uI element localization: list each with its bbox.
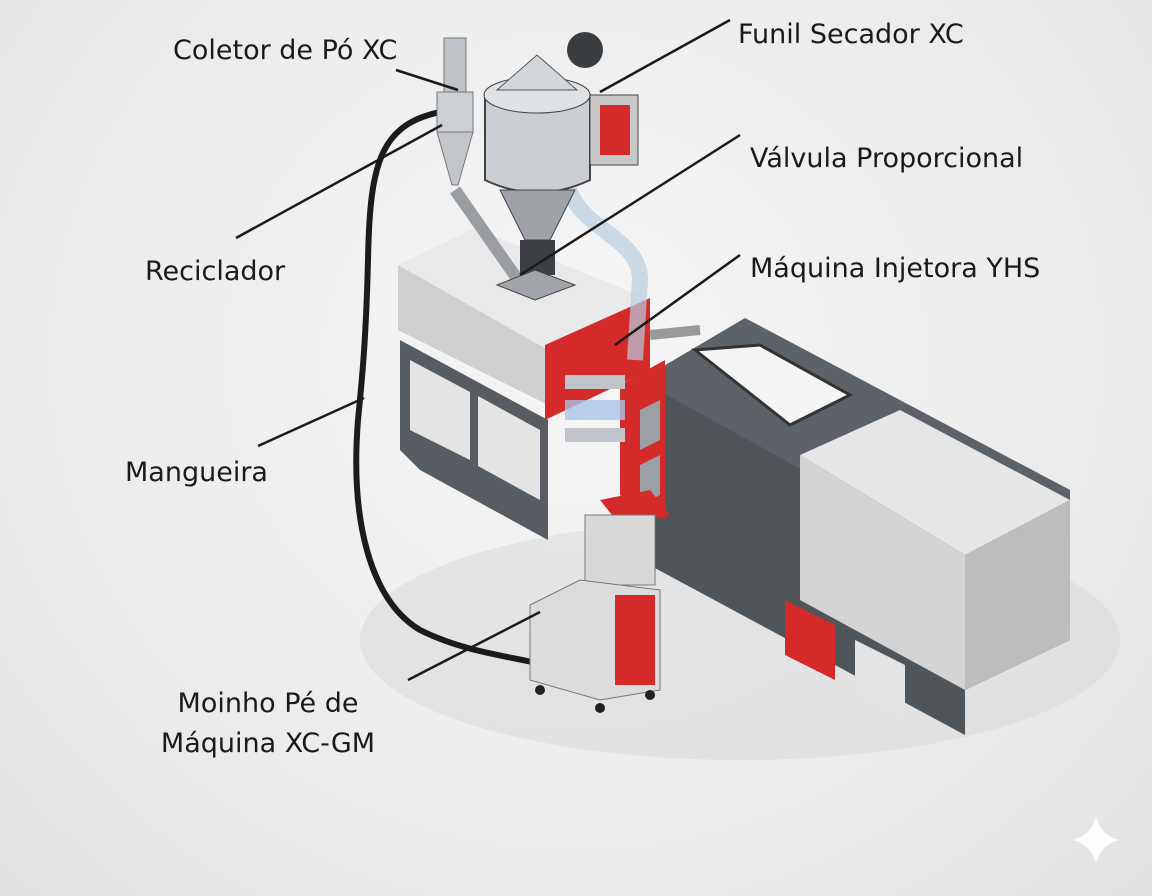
label-grinder-line1: Moinho Pé de bbox=[177, 688, 359, 719]
dust-collector bbox=[436, 37, 530, 294]
sparkle-icon bbox=[1072, 815, 1120, 865]
dryer-hopper bbox=[483, 32, 639, 301]
grinder bbox=[529, 490, 670, 713]
leader-valve bbox=[519, 133, 741, 277]
leader-dryer-hopper bbox=[599, 18, 731, 94]
label-proportional-valve: Válvula Proporcional bbox=[750, 143, 1024, 174]
leader-lines bbox=[235, 18, 741, 682]
leader-injection-machine bbox=[614, 253, 741, 347]
mold-area bbox=[545, 298, 701, 442]
label-hose: Mangueira bbox=[125, 457, 268, 488]
label-injection-machine: Máquina Injetora YHS bbox=[750, 253, 1041, 284]
label-recycler: Reciclador bbox=[145, 256, 286, 287]
clamp-unit bbox=[620, 318, 1070, 735]
label-dryer-hopper: Funil Secador XC bbox=[738, 19, 964, 50]
leader-grinder bbox=[407, 610, 541, 682]
leader-hose bbox=[257, 396, 365, 448]
hose bbox=[353, 107, 533, 665]
injection-unit bbox=[398, 228, 650, 540]
label-dust-collector: Coletor de Pó XC bbox=[173, 35, 398, 66]
leader-dust-collector bbox=[395, 68, 459, 92]
leader-recycler bbox=[235, 123, 443, 240]
label-grinder-line2: Máquina XC-GM bbox=[160, 728, 376, 759]
